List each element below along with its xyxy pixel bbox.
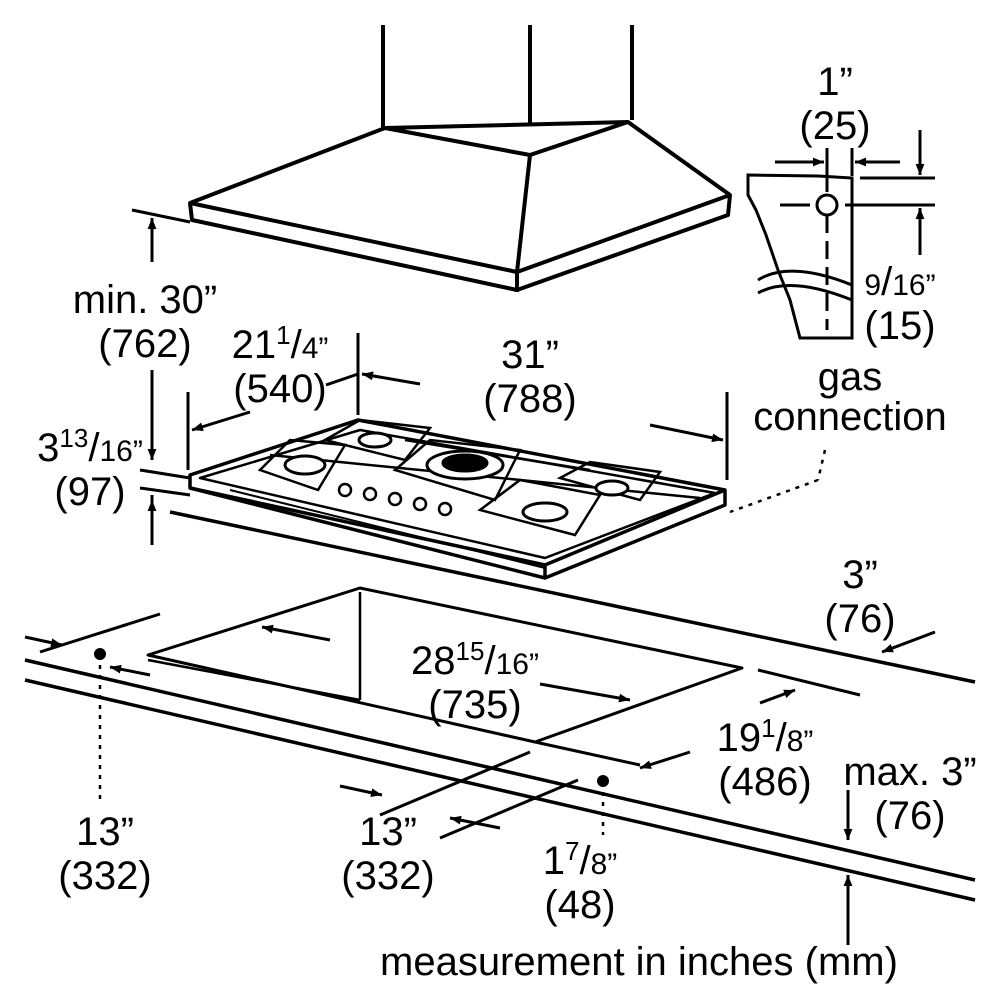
gas-connection-line1: gas: [817, 355, 883, 399]
hood-height-imperial: min. 30”: [72, 278, 218, 322]
cooktop-depth-label: 211/4” (540): [200, 322, 360, 409]
cooktop-height-metric: (97): [54, 470, 126, 514]
cutout-depth-imperial: 191/8”: [716, 713, 814, 760]
rear-clearance-imperial: 3”: [842, 553, 878, 597]
rear-clearance-label: 3” (76): [815, 555, 905, 639]
gas-offset-x-imperial: 1”: [817, 60, 853, 104]
cutout-dimensions: [261, 624, 936, 945]
gas-offset-y-imperial: 9/16”: [864, 260, 936, 304]
gas-offset-x-metric: (25): [799, 104, 871, 148]
cooktop-width-label: 31” (788): [470, 335, 590, 419]
gas-location-left-icon: [94, 648, 106, 660]
gas-left-metric: (332): [58, 854, 152, 898]
gas-front-label: 17/8” (48): [520, 838, 640, 925]
cutout-depth-metric: (486): [718, 760, 812, 804]
gas-left-imperial: 13”: [76, 810, 134, 854]
cooktop-width-imperial: 31”: [501, 333, 559, 377]
cooktop-dimensions: [186, 333, 729, 480]
cutout-width-metric: (735): [428, 683, 522, 727]
countertop-thickness-imperial: max. 3”: [843, 750, 977, 794]
hood-height-metric: (762): [98, 322, 192, 366]
gas-mid-imperial: 13”: [359, 810, 417, 854]
gas-mid-label: 13” (332): [323, 812, 453, 896]
gas-offset-y-label: 9/16” (15): [845, 262, 955, 346]
gas-location-markers: [24, 612, 609, 840]
countertop-thickness-metric: (76): [874, 794, 946, 838]
cooktop-depth-metric: (540): [233, 367, 327, 411]
gas-front-imperial: 17/8”: [542, 836, 618, 883]
countertop-thickness-label: max. 3” (76): [825, 752, 995, 836]
cutout-width-label: 2815/16” (735): [385, 638, 565, 725]
gas-location-front-icon: [597, 775, 609, 787]
burners: [283, 431, 630, 523]
hood-height-label: min. 30” (762): [40, 280, 250, 364]
gas-offset-y-metric: (15): [864, 304, 936, 348]
gas-mid-metric: (332): [341, 854, 435, 898]
cooktop-height-imperial: 313/16”: [37, 423, 143, 470]
range-hood: [188, 25, 732, 292]
gas-connection-label: gas connection: [735, 357, 965, 437]
gas-offset-x-label: 1” (25): [790, 62, 880, 146]
cooktop-height-label: 313/16” (97): [20, 425, 160, 512]
gas-connection-detail: [729, 130, 935, 514]
cutout-width-imperial: 2815/16”: [411, 636, 539, 683]
footer-note: measurement in inches (mm): [380, 940, 898, 984]
gas-front-metric: (48): [544, 883, 616, 927]
gas-left-label: 13” (332): [40, 812, 170, 896]
gas-connection-line2: connection: [753, 395, 947, 439]
control-knobs: [337, 482, 453, 517]
cooktop-depth-imperial: 211/4”: [231, 320, 329, 367]
cooktop-width-metric: (788): [483, 377, 577, 421]
rear-clearance-metric: (76): [824, 597, 896, 641]
cutout-depth-label: 191/8” (486): [690, 715, 840, 802]
hood-height-dimension: [131, 208, 191, 545]
countertop: [24, 510, 976, 902]
